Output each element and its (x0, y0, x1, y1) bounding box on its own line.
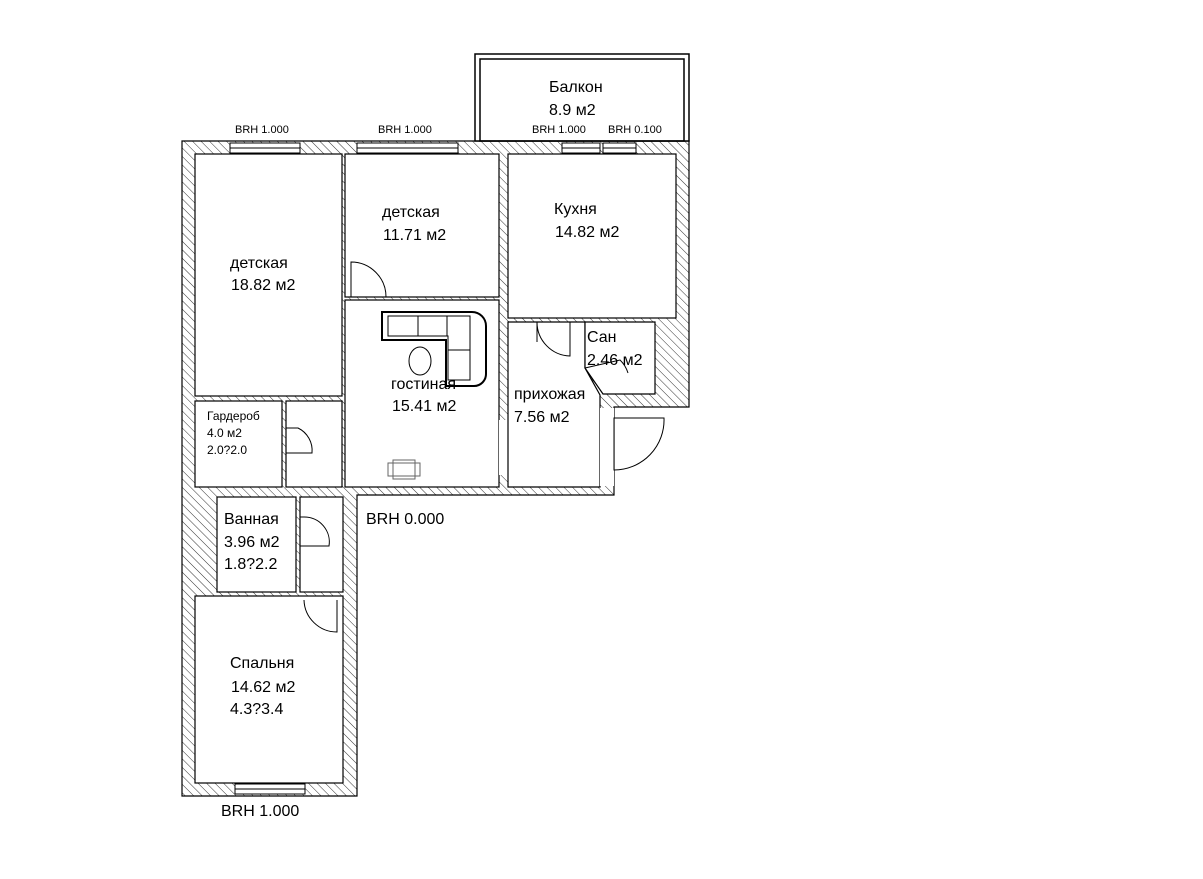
room-area: 14.82 м2 (555, 224, 619, 241)
tv-icon (387, 459, 421, 480)
window-label: BRH 1.000 (235, 124, 289, 136)
balcony (474, 53, 690, 142)
window-label: BRH 1.000 (221, 803, 299, 820)
table (408, 346, 432, 376)
room-living (344, 299, 500, 488)
room-wardrobe (194, 400, 283, 488)
room-area: 7.56 м2 (514, 409, 570, 426)
corridor-1 (285, 400, 343, 488)
window-label: BRH 0.100 (608, 124, 662, 136)
room-name: Сан (587, 329, 616, 346)
entrance-opening (600, 408, 614, 486)
room-area: 2.46 м2 (587, 352, 643, 369)
room-size: 2.0?2.0 (207, 443, 247, 457)
room-kids-1 (194, 153, 343, 397)
room-name: Балкон (549, 79, 603, 96)
room-area: 15.41 м2 (392, 398, 456, 415)
doors (286, 261, 665, 633)
room-name: детская (382, 204, 440, 221)
room-area: 8.9 м2 (549, 102, 596, 119)
floor-level-label: BRH 0.000 (366, 511, 444, 528)
room-area: 11.71 м2 (383, 227, 446, 244)
room-size: 4.3?3.4 (230, 701, 283, 718)
room-area: 4.0 м2 (207, 426, 242, 440)
window-label: BRH 1.000 (532, 124, 586, 136)
room-name: Гардероб (207, 409, 260, 423)
room-size: 1.8?2.2 (224, 556, 277, 573)
room-kitchen (507, 153, 677, 319)
room-area: 14.62 м2 (231, 679, 295, 696)
room-wc (584, 321, 656, 395)
room-name: детская (230, 255, 288, 272)
room-name: Кухня (554, 201, 597, 218)
room-bathroom (216, 496, 297, 593)
room-area: 3.96 м2 (224, 534, 280, 551)
room-kids-2 (344, 153, 500, 298)
corridor-2 (299, 496, 344, 593)
room-name: Спальня (230, 655, 294, 672)
room-bedroom (194, 595, 344, 784)
windows (229, 142, 637, 795)
room-name: Ванная (224, 511, 279, 528)
window-label: BRH 1.000 (378, 124, 432, 136)
corner-sofa (381, 311, 487, 387)
living-opening (499, 420, 508, 475)
room-name: гостиная (391, 376, 456, 393)
room-area: 18.82 м2 (231, 277, 295, 294)
room-name: прихожая (514, 386, 585, 403)
